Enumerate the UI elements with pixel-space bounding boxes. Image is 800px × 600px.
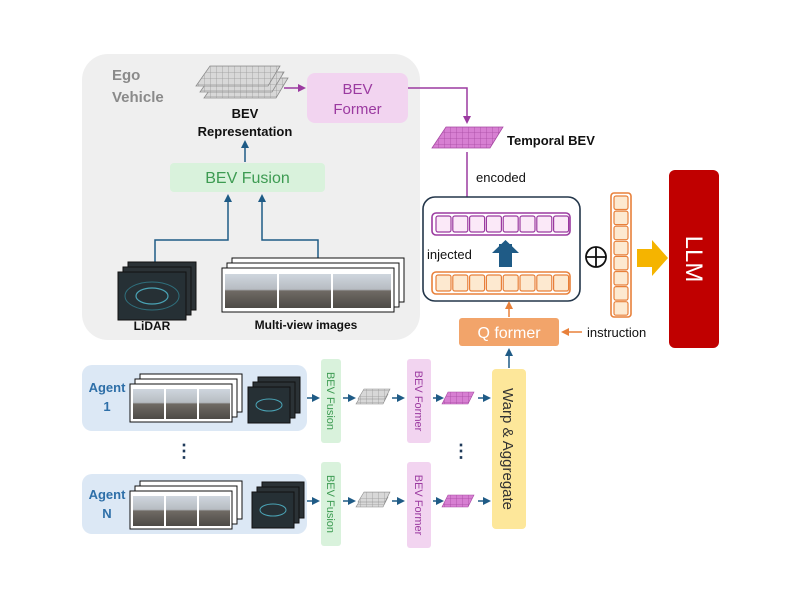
encoded-label: encoded bbox=[476, 170, 526, 185]
arrow-bevformer-to-temporal bbox=[408, 87, 471, 124]
query-token-cell bbox=[485, 274, 502, 292]
instruction-label: instruction bbox=[587, 325, 646, 340]
multi-view-images-icon bbox=[221, 257, 405, 313]
lidar-label: LiDAR bbox=[134, 319, 171, 333]
ego-bev-former-label-line2: Former bbox=[333, 101, 381, 118]
ego-title-line2: Vehicle bbox=[112, 89, 164, 106]
ego-bev-fusion-box bbox=[170, 163, 325, 192]
instruction-token-cell bbox=[613, 286, 629, 301]
agent-1-bev-former-label: BEV Former bbox=[412, 371, 424, 432]
to-llm-big-arrow-icon bbox=[637, 240, 668, 276]
instruction-token-cell bbox=[613, 210, 629, 226]
bev-representation-label-line2: Representation bbox=[198, 124, 293, 139]
encoded-token-cell bbox=[519, 215, 536, 233]
query-token-cell bbox=[435, 274, 452, 292]
q-former-box bbox=[459, 318, 559, 346]
agent-n-label-line1: Agent bbox=[89, 487, 127, 502]
agent-n-label-line2: N bbox=[102, 506, 111, 521]
bev-representation-grid-icon bbox=[195, 65, 289, 99]
multi-view-images-label: Multi-view images bbox=[255, 318, 358, 332]
agent-1-sensor-images-icon bbox=[129, 373, 301, 424]
agent-n-bev-fusion-label: BEV Fusion bbox=[324, 475, 336, 533]
encoded-token-cell bbox=[536, 215, 553, 233]
query-token-cells bbox=[435, 274, 570, 292]
query-token-cell bbox=[502, 274, 519, 292]
temporal-bev-label: Temporal BEV bbox=[507, 133, 595, 148]
arrow-lidar-to-fusion bbox=[154, 194, 232, 262]
encoded-token-cell bbox=[485, 215, 502, 233]
agent-n-bev-former-label: BEV Former bbox=[412, 475, 424, 536]
agent-1-bev-fusion-box bbox=[321, 359, 341, 443]
agent-1-label-line2: 1 bbox=[103, 399, 110, 414]
ego-title-line1: Ego bbox=[112, 67, 140, 84]
warp-aggregate-box bbox=[492, 369, 526, 529]
instruction-token-cell bbox=[613, 195, 629, 211]
injected-label: injected bbox=[427, 247, 472, 262]
agent-n-bev-former-box bbox=[407, 462, 431, 548]
ego-bev-former-box bbox=[307, 73, 408, 123]
encoded-token-cell bbox=[435, 215, 452, 233]
warp-aggregate-label: Warp & Aggregate bbox=[499, 388, 516, 510]
encoded-token-cells bbox=[435, 215, 570, 233]
lidar-scan-icon bbox=[117, 261, 197, 321]
llm-box bbox=[669, 170, 719, 348]
agent-ellipsis-right: ⋮ bbox=[452, 441, 470, 461]
query-token-cell bbox=[452, 274, 469, 292]
ego-bev-former-label-line1: BEV bbox=[342, 81, 372, 98]
query-token-cell bbox=[536, 274, 553, 292]
query-token-cell bbox=[519, 274, 536, 292]
agent-n-temporal-grid-icon bbox=[441, 494, 475, 508]
agent-1-bev-former-box bbox=[407, 359, 431, 443]
temporal-bev-grid-icon bbox=[431, 126, 504, 149]
q-former-label: Q former bbox=[477, 325, 541, 342]
instruction-token-cell bbox=[613, 225, 629, 241]
instruction-token-cell bbox=[613, 240, 629, 256]
encoded-token-cell bbox=[502, 215, 519, 233]
agent-n-sensor-images-icon bbox=[129, 480, 305, 530]
agent-1-temporal-grid-icon bbox=[441, 391, 475, 405]
agent-n-bev-fusion-box bbox=[321, 462, 341, 546]
query-token-cell bbox=[469, 274, 486, 292]
instruction-token-cell bbox=[613, 270, 629, 286]
agent-1-bev-fusion-label: BEV Fusion bbox=[324, 372, 336, 430]
llm-label: LLM bbox=[680, 236, 707, 283]
encoded-token-cell bbox=[469, 215, 486, 233]
query-token-cell bbox=[552, 274, 570, 292]
agent-1-bev-grid-icon bbox=[355, 388, 391, 405]
bev-representation-label-line1: BEV bbox=[232, 106, 259, 121]
encoded-token-cell bbox=[452, 215, 469, 233]
agent-ellipsis-left: ⋮ bbox=[175, 441, 193, 461]
instruction-token-cell bbox=[613, 255, 629, 271]
agent-n-bev-grid-icon bbox=[355, 491, 391, 508]
instruction-token-cells bbox=[613, 195, 629, 316]
instruction-token-cell bbox=[613, 301, 629, 316]
ego-bev-fusion-label: BEV Fusion bbox=[205, 170, 289, 187]
encoded-token-cell bbox=[552, 215, 570, 233]
agent-1-label-line1: Agent bbox=[89, 380, 127, 395]
inject-up-arrow-icon bbox=[492, 240, 519, 267]
arrow-images-to-fusion bbox=[258, 194, 319, 258]
